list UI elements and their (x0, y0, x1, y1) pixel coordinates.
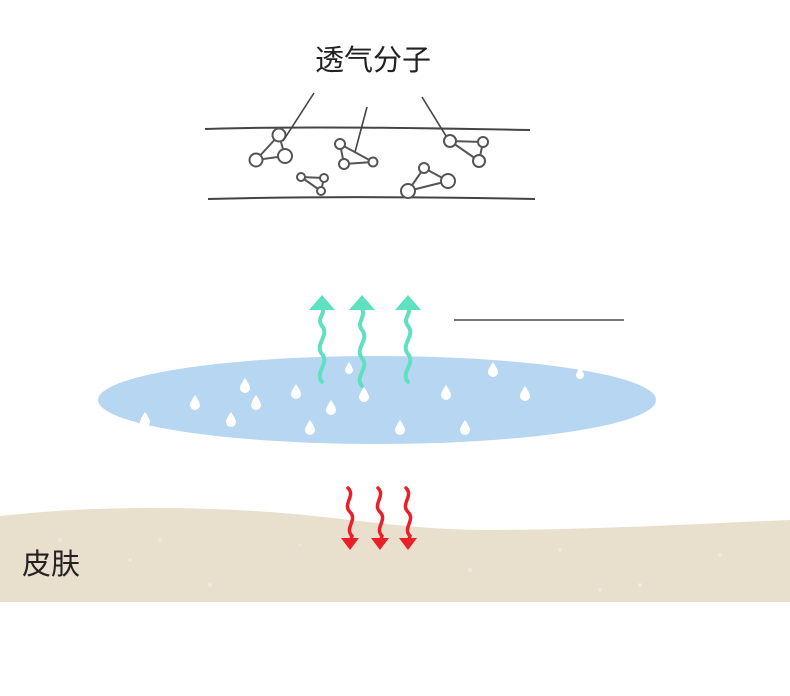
water-drop-icon (441, 385, 451, 400)
water-drop-icon (395, 420, 405, 435)
molecule-icon (334, 138, 379, 170)
skin-layer (0, 507, 790, 602)
wavy-up-arrow-icon (349, 295, 375, 388)
water-drop-icon (359, 387, 369, 402)
water-drop-icon (251, 395, 261, 410)
molecules-label: 透气分子 (315, 43, 431, 77)
leader-line (354, 106, 368, 153)
leader-line (421, 96, 447, 137)
moisture-layer (98, 356, 656, 444)
water-drop-icon (576, 367, 584, 379)
water-drop-icon (291, 384, 301, 399)
water-drop-icon (140, 412, 150, 427)
fabric-top-line (204, 126, 531, 131)
water-drop-icon (305, 420, 315, 435)
water-drop-icon (190, 395, 200, 410)
water-drop-icon (460, 420, 470, 435)
water-drops (140, 362, 584, 435)
water-drop-icon (226, 412, 236, 427)
heat-arrows (341, 486, 417, 550)
wavy-up-arrow-icon (309, 295, 335, 384)
wavy-down-arrow-icon (399, 486, 417, 550)
water-drop-icon (326, 400, 336, 415)
water-layer (98, 356, 656, 444)
wavy-up-arrow-icon (395, 295, 421, 384)
fabric-bottom-line (207, 196, 536, 200)
water-drop-icon (520, 386, 530, 401)
molecule-icon (443, 134, 489, 168)
water-drop-icon (345, 362, 353, 374)
wavy-down-arrow-icon (371, 486, 389, 550)
vapor-arrows (309, 295, 421, 388)
molecule-icon (248, 127, 293, 168)
skin-speckles (58, 538, 722, 592)
wavy-down-arrow-icon (341, 486, 359, 550)
skin-label: 皮肤 (22, 547, 80, 581)
water-drop-icon (488, 362, 498, 377)
molecule-icon (400, 162, 456, 199)
leader-line (282, 92, 315, 142)
molecule-group (248, 127, 489, 199)
water-drop-icon (240, 378, 250, 393)
skin-band (0, 507, 790, 602)
molecule-icon (296, 172, 329, 196)
label-leader-lines (282, 92, 447, 153)
